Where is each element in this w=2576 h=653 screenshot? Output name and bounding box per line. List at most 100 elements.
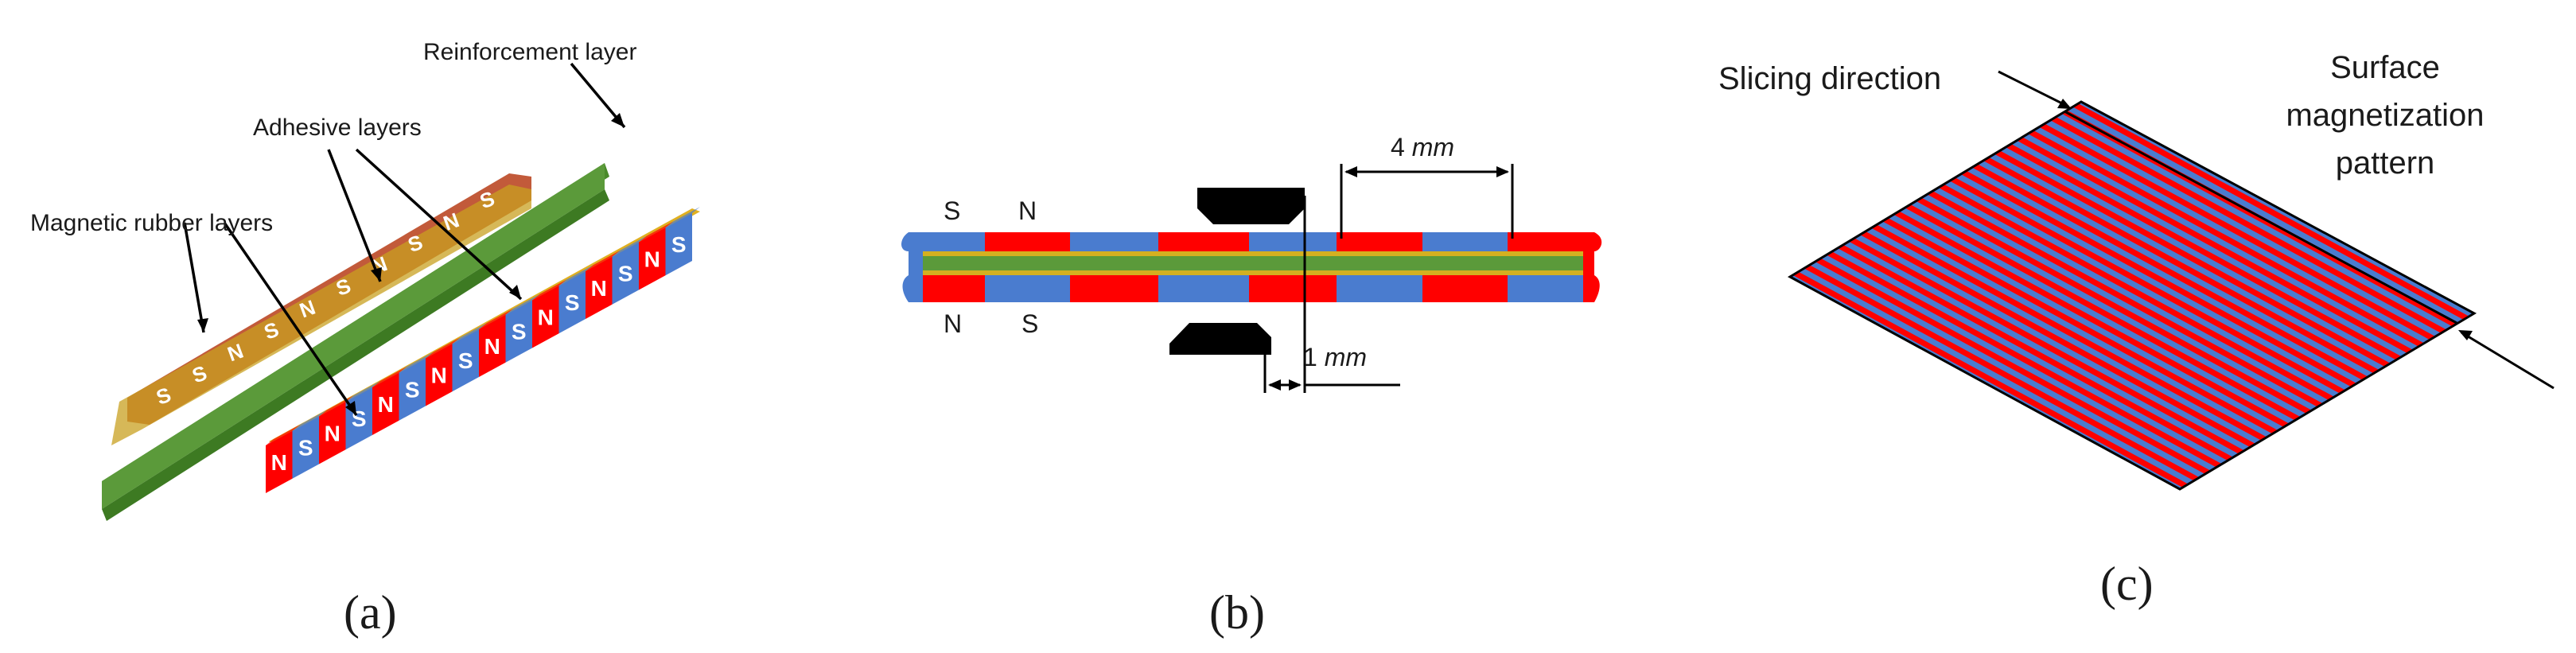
north-stripe — [1938, 184, 2334, 400]
pole-bottom-right: S — [1021, 309, 1038, 338]
north-stripe — [2005, 143, 2402, 360]
bottom-pole-segment — [1158, 275, 1249, 302]
gap-dimension-label: 1 mm — [1303, 343, 1367, 371]
front-pole-letter: N — [591, 276, 607, 301]
front-strip-segment-top — [612, 235, 647, 257]
front-pole-letter: S — [512, 320, 527, 344]
front-pole-letter: N — [484, 334, 500, 359]
front-strip-segment — [665, 213, 692, 276]
front-pole-letter: N — [325, 421, 340, 445]
surface-pattern-arrowhead — [2458, 330, 2473, 340]
front-strip-segment-top — [479, 308, 514, 329]
north-stripe — [1792, 271, 2189, 488]
front-pole-letter: S — [405, 378, 420, 402]
front-strip-segment — [292, 416, 319, 479]
pole-bottom-left: N — [944, 309, 962, 338]
north-stripe — [1826, 251, 2222, 468]
north-stripe — [1905, 204, 2301, 421]
front-pole-letter: S — [671, 232, 687, 257]
slicing-direction-arrow — [1998, 70, 2069, 108]
gap-unit: mm — [1325, 343, 1367, 371]
pitch-value: 4 — [1391, 133, 1405, 161]
panel-c-caption: (c) — [2100, 558, 2154, 610]
front-pole-letter: N — [431, 363, 447, 387]
left-end-cap — [901, 232, 923, 302]
front-strip-segment-top — [586, 250, 621, 271]
front-strip-segment-top — [639, 221, 674, 243]
front-strip-segment — [612, 242, 639, 305]
front-strip-segment — [319, 402, 346, 464]
front-strip-segment-top — [452, 323, 487, 344]
front-pole-letter: N — [644, 247, 660, 271]
panel-a-arrowheads — [197, 113, 625, 415]
front-strip-segment-top — [399, 352, 434, 373]
pitch-dimension-label: 4 mm — [1391, 133, 1454, 161]
front-strip-segment — [452, 329, 479, 392]
pole-top-left: S — [944, 196, 960, 225]
front-strip-segment-top — [532, 279, 567, 301]
front-strip-segment — [479, 314, 506, 377]
north-stripe — [1994, 150, 2390, 367]
front-strip-segment — [266, 430, 293, 493]
pitch-unit: mm — [1412, 133, 1454, 161]
front-pole-letter: S — [565, 290, 580, 315]
gap-value: 1 — [1303, 343, 1317, 371]
north-stripe — [1971, 164, 2368, 380]
front-pole-letter: S — [298, 436, 313, 461]
north-stripe — [2039, 123, 2435, 340]
front-pole-letter: S — [458, 348, 473, 373]
front-strip-segment — [505, 300, 532, 363]
north-stripe — [1882, 217, 2278, 434]
north-stripe — [1960, 170, 2356, 387]
north-stripe — [2017, 137, 2413, 353]
front-strip-segment — [372, 372, 399, 435]
panel-c: Slicing direction Surface magnetization … — [1718, 50, 2555, 610]
front-strip-segment-top — [372, 366, 407, 387]
reinforcement-layer-edge — [102, 189, 609, 521]
reinforcement-layer-top — [102, 163, 605, 509]
panel-b: S N N S 4 mm 1 mm (b) — [901, 133, 1602, 639]
top-pole-segment — [1070, 232, 1158, 251]
lower-adhesive-layer — [909, 270, 1594, 275]
front-strip-segment-top — [345, 381, 380, 402]
front-pole-letter: N — [271, 450, 287, 475]
front-strip-segment-top — [292, 410, 327, 431]
surface-label-line3: pattern — [2336, 146, 2435, 181]
panel-b-dimension-arrowheads — [1268, 166, 1509, 391]
bottom-pole-segment — [985, 275, 1070, 302]
surface-label-line1: Surface — [2330, 50, 2440, 85]
north-stripe — [1837, 244, 2233, 461]
bottom-pole-segment — [1422, 275, 1508, 302]
surface-label-line2: magnetization — [2286, 98, 2484, 133]
back-adhesive-layer — [111, 185, 531, 445]
slice-line — [2064, 110, 2457, 325]
front-strip-segment — [639, 227, 666, 290]
top-pole-segment — [1158, 232, 1249, 251]
north-stripe — [1871, 224, 2267, 441]
north-stripe — [2050, 117, 2446, 333]
lower-magnetizing-head — [1169, 323, 1271, 355]
front-strip-segment-top — [665, 207, 700, 228]
right-end-cap — [1583, 232, 1602, 302]
pole-top-right: N — [1018, 196, 1037, 225]
north-stripe — [1893, 211, 2290, 427]
north-stripe — [1927, 191, 2323, 407]
front-magnetic-strip — [266, 207, 700, 493]
bottom-magnetic-row — [923, 275, 1583, 302]
slicing-direction-arrowhead — [2057, 99, 2072, 109]
bottom-pole-segment — [1249, 275, 1337, 302]
reinforcement-layer-label: Reinforcement layer — [423, 39, 636, 65]
front-strip-segment-top — [558, 265, 593, 286]
bottom-pole-segment — [1070, 275, 1158, 302]
north-stripe — [1949, 177, 2345, 394]
north-stripe — [1804, 265, 2200, 481]
top-pole-segment — [1249, 232, 1337, 251]
magnetic-rubber-layers-label: Magnetic rubber layers — [30, 210, 273, 236]
upper-magnetizing-head — [1197, 188, 1305, 224]
front-strip-segment-top — [505, 293, 540, 315]
bottom-pole-segment — [1508, 275, 1583, 302]
front-strip-segment — [399, 358, 426, 421]
